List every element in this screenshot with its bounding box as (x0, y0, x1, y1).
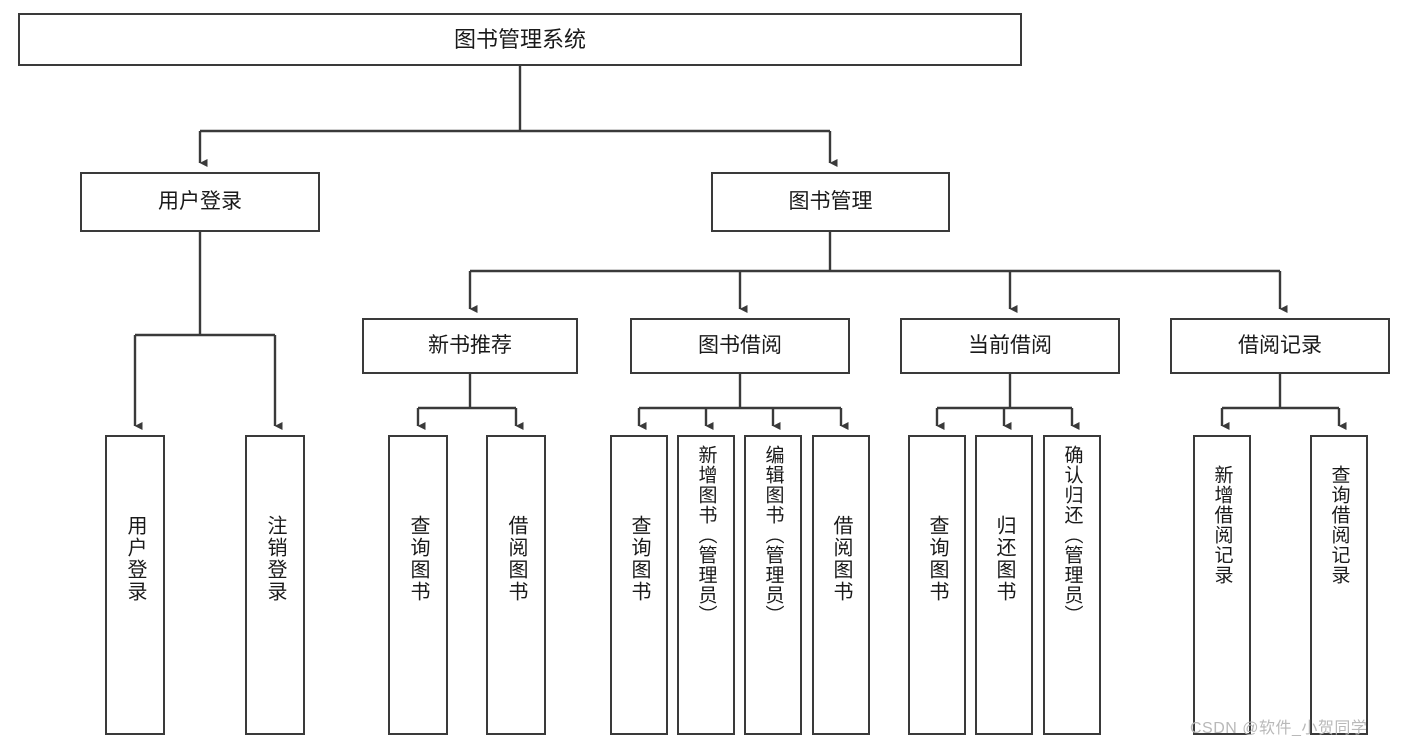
node-leaf-add-borrow-record-label: 新增借阅记录 (1211, 465, 1233, 585)
node-leaf-user-login-label: 用户登录 (124, 515, 146, 603)
node-leaf-return-book[interactable]: 归还图书 (975, 435, 1033, 735)
node-leaf-query-book-rec[interactable]: 查询图书 (388, 435, 448, 735)
node-user-login[interactable]: 用户登录 (80, 172, 320, 232)
node-leaf-query-book-borrow[interactable]: 查询图书 (610, 435, 668, 735)
node-leaf-query-book-current[interactable]: 查询图书 (908, 435, 966, 735)
node-borrow-record-label: 借阅记录 (1238, 333, 1322, 357)
node-leaf-query-book-current-label: 查询图书 (926, 515, 948, 603)
node-book-manage-label: 图书管理 (788, 189, 873, 213)
node-current-borrow[interactable]: 当前借阅 (900, 318, 1120, 374)
node-leaf-add-book-admin-label: 新增图书（管理员） (695, 445, 717, 625)
node-current-borrow-label: 当前借阅 (968, 333, 1052, 357)
node-user-login-label: 用户登录 (158, 189, 242, 213)
node-leaf-borrow-book-rec-label: 借阅图书 (505, 515, 527, 603)
node-leaf-add-book-admin[interactable]: 新增图书（管理员） (677, 435, 735, 735)
node-new-book-rec-label: 新书推荐 (428, 333, 512, 357)
node-book-borrow[interactable]: 图书借阅 (630, 318, 850, 374)
node-leaf-return-book-label: 归还图书 (993, 515, 1015, 603)
node-leaf-user-logout-label: 注销登录 (264, 515, 286, 603)
node-leaf-query-book-rec-label: 查询图书 (407, 515, 429, 603)
node-root[interactable]: 图书管理系统 (18, 13, 1022, 66)
node-leaf-borrow-book-label: 借阅图书 (830, 515, 852, 603)
node-book-borrow-label: 图书借阅 (698, 333, 782, 357)
node-borrow-record[interactable]: 借阅记录 (1170, 318, 1390, 374)
node-leaf-borrow-book[interactable]: 借阅图书 (812, 435, 870, 735)
node-leaf-add-borrow-record[interactable]: 新增借阅记录 (1193, 435, 1251, 735)
node-leaf-query-borrow-record[interactable]: 查询借阅记录 (1310, 435, 1368, 735)
node-leaf-edit-book-admin-label: 编辑图书（管理员） (762, 445, 784, 625)
node-leaf-user-logout[interactable]: 注销登录 (245, 435, 305, 735)
node-new-book-rec[interactable]: 新书推荐 (362, 318, 578, 374)
node-leaf-query-book-borrow-label: 查询图书 (628, 515, 650, 603)
node-leaf-confirm-return-admin-label: 确认归还（管理员） (1061, 445, 1083, 625)
node-root-label: 图书管理系统 (453, 26, 586, 52)
node-leaf-confirm-return-admin[interactable]: 确认归还（管理员） (1043, 435, 1101, 735)
node-leaf-query-borrow-record-label: 查询借阅记录 (1328, 465, 1350, 585)
node-leaf-edit-book-admin[interactable]: 编辑图书（管理员） (744, 435, 802, 735)
node-leaf-user-login[interactable]: 用户登录 (105, 435, 165, 735)
node-book-manage[interactable]: 图书管理 (711, 172, 950, 232)
csdn-watermark: CSDN @软件_小贺同学 (1190, 720, 1368, 737)
node-leaf-borrow-book-rec[interactable]: 借阅图书 (486, 435, 546, 735)
